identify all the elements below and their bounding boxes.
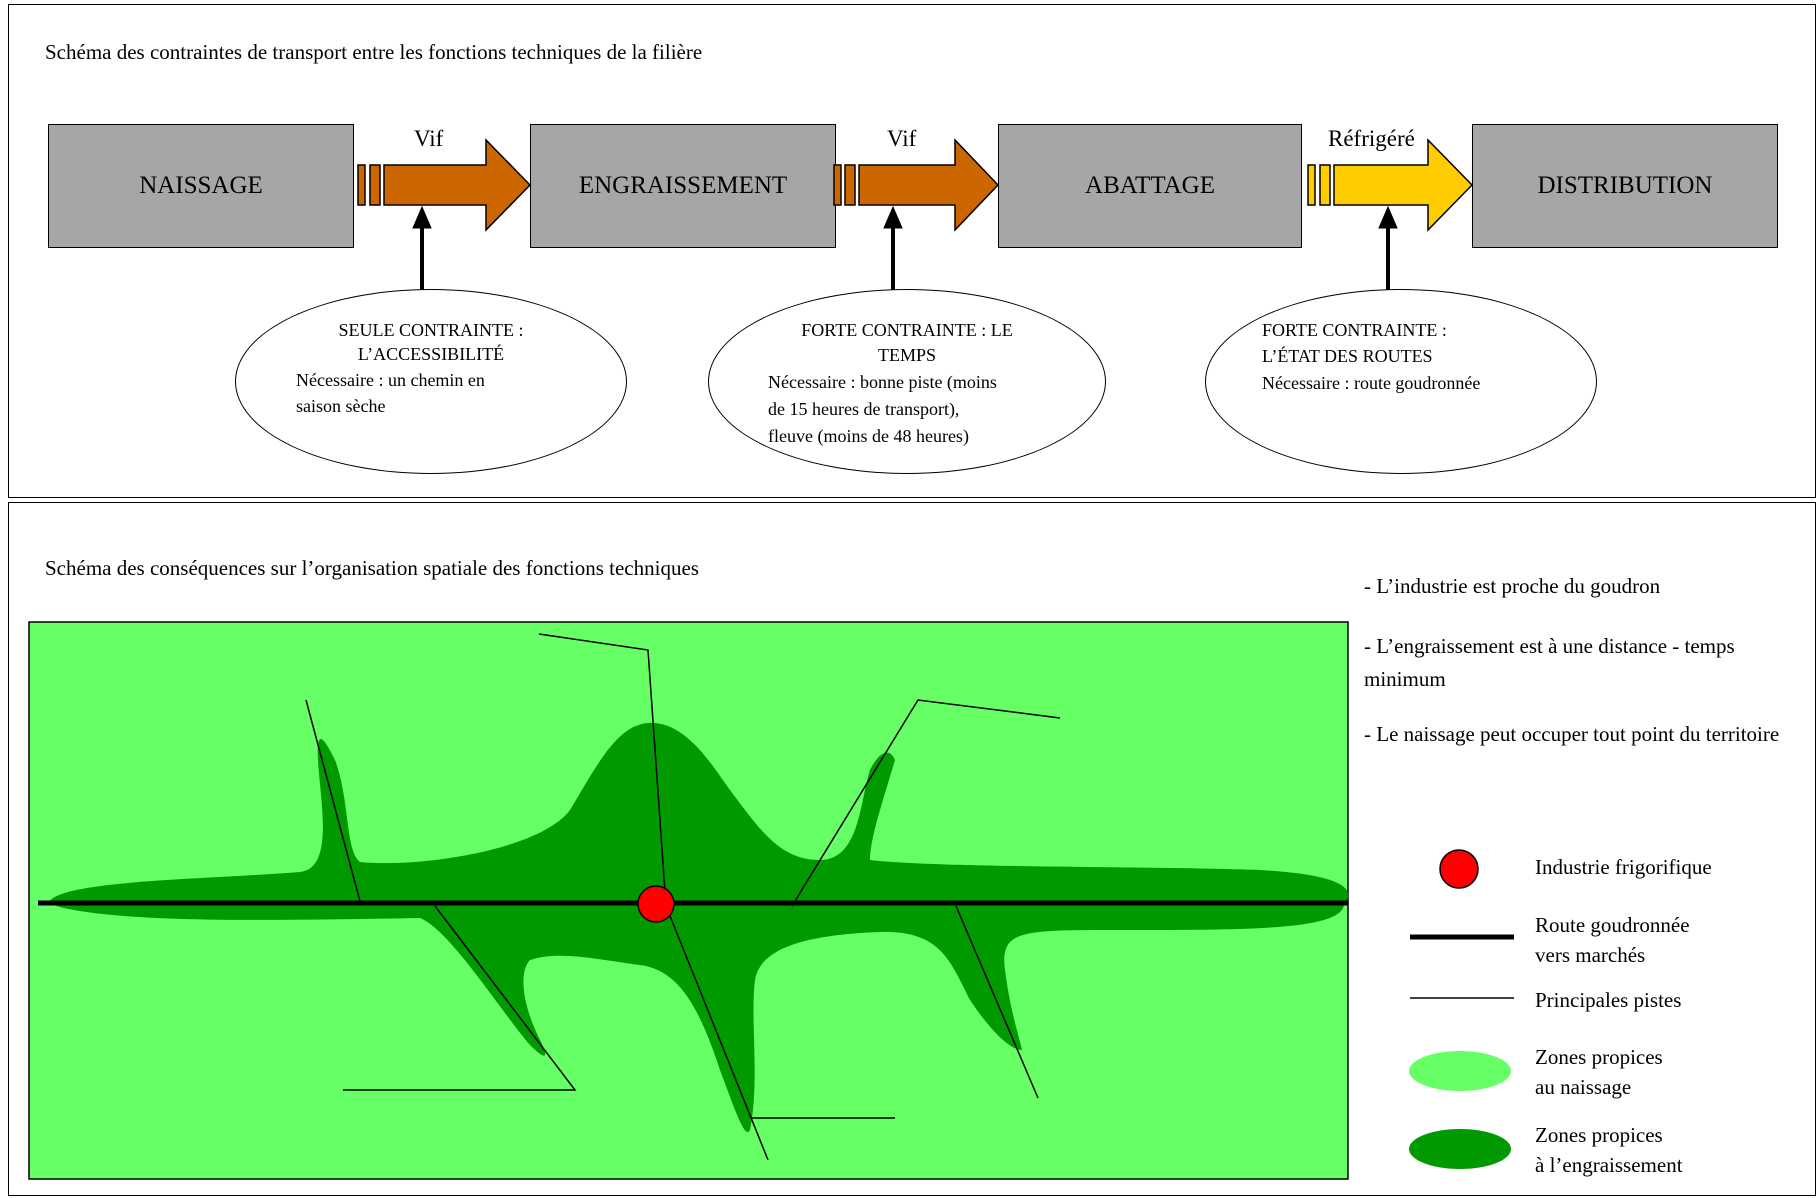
stage-distribution: DISTRIBUTION bbox=[1472, 124, 1778, 248]
constraint1-heading1: SEULE CONTRAINTE : bbox=[338, 320, 524, 340]
legend-engraissement-label-1: Zones propices bbox=[1535, 1123, 1663, 1147]
note-naissage: - Le naissage peut occuper tout point du… bbox=[1364, 722, 1780, 746]
legend-naissage-label-2: au naissage bbox=[1535, 1075, 1632, 1099]
legend-engraissement-label-2: à l’engraissement bbox=[1535, 1153, 1683, 1177]
constraint-ellipse-routes bbox=[1205, 289, 1597, 474]
legend-industry-label: Industrie frigorifique bbox=[1535, 855, 1712, 879]
constraint2-detail3: fleuve (moins de 48 heures) bbox=[768, 426, 969, 446]
constraint1-detail2: saison sèche bbox=[296, 396, 386, 416]
constraint-ellipse-temps bbox=[708, 289, 1106, 474]
panel1-title: Schéma des contraintes de transport entr… bbox=[45, 40, 703, 64]
arrow-refrigere bbox=[1307, 138, 1474, 232]
stage-naissage: NAISSAGE bbox=[48, 124, 354, 248]
arrow-label-refrigere: Réfrigéré bbox=[1328, 126, 1415, 151]
panel2-title: Schéma des conséquences sur l’organisati… bbox=[45, 556, 699, 580]
arrow-label-vif-1: Vif bbox=[414, 126, 444, 151]
legend-industry-icon bbox=[1439, 849, 1479, 889]
constraint3-detail1: Nécessaire : route goudronnée bbox=[1262, 373, 1481, 393]
arrow-vif-2 bbox=[833, 138, 1000, 232]
arrow-label-vif-2: Vif bbox=[887, 126, 917, 151]
legend-tracks-label: Principales pistes bbox=[1535, 988, 1682, 1012]
legend-naissage-label-1: Zones propices bbox=[1535, 1045, 1663, 1069]
constraint2-detail1: Nécessaire : bonne piste (moins bbox=[768, 372, 997, 392]
constraint2-detail2: de 15 heures de transport), bbox=[768, 399, 960, 419]
note-industrie: - L’industrie est proche du goudron bbox=[1364, 574, 1661, 598]
constraint3-heading2: L’ÉTAT DES ROUTES bbox=[1262, 346, 1433, 366]
constraint2-heading2: TEMPS bbox=[877, 345, 937, 365]
legend-road-label-2: vers marchés bbox=[1535, 943, 1646, 967]
legend-road-label-1: Route goudronnée bbox=[1535, 913, 1690, 937]
constraint-ellipse-accessibilite bbox=[235, 289, 627, 474]
constraint2-heading1: FORTE CONTRAINTE : LE bbox=[801, 320, 1013, 340]
legend-naissage-icon bbox=[1409, 1051, 1511, 1091]
note-engraissement: - L’engraissement est à une distance - t… bbox=[1364, 634, 1735, 691]
stage-abattage: ABATTAGE bbox=[998, 124, 1302, 248]
constraint3-heading1: FORTE CONTRAINTE : bbox=[1262, 320, 1447, 340]
stage-engraissement: ENGRAISSEMENT bbox=[530, 124, 836, 248]
arrow-vif-1 bbox=[357, 138, 532, 232]
constraint1-detail1: Nécessaire : un chemin en bbox=[296, 370, 485, 390]
constraint1-heading2: L’ACCESSIBILITÉ bbox=[357, 344, 505, 364]
constraint-pointers bbox=[412, 205, 1398, 292]
legend-engraissement-icon bbox=[1409, 1129, 1511, 1169]
